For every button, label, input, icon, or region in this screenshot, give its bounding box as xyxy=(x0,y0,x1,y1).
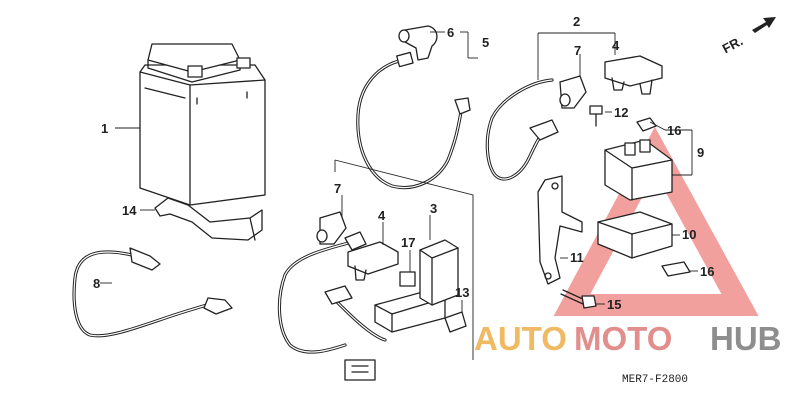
callout-7-top: 7 xyxy=(574,43,581,58)
battery-cable-negative xyxy=(72,247,233,338)
callout-16-lower: 16 xyxy=(700,264,714,279)
callout-17: 17 xyxy=(401,235,415,250)
fuse-box xyxy=(374,239,459,333)
terminal-cover xyxy=(604,55,663,95)
callout-6: 6 xyxy=(447,25,454,40)
relay-holder xyxy=(597,211,673,259)
watermark-part-2: MOTO xyxy=(574,320,672,357)
screw xyxy=(560,289,597,309)
callout-4-top: 4 xyxy=(612,38,620,53)
terminal-cap xyxy=(398,25,438,61)
callout-2: 2 xyxy=(573,14,580,29)
watermark-part-3: HUB xyxy=(710,320,782,357)
fuse-small xyxy=(399,271,416,287)
bolt xyxy=(589,105,603,127)
callouts: 1 2 4 5 6 7 12 16 9 14 7 4 3 17 10 11 8 … xyxy=(93,14,714,312)
starter-cable xyxy=(485,78,559,181)
starter-relay xyxy=(604,139,673,201)
callout-11: 11 xyxy=(570,250,584,265)
watermark-text: AUTO MOTO HUB xyxy=(474,320,782,357)
callout-4-lower: 4 xyxy=(378,208,386,223)
fuse-clip xyxy=(444,311,467,333)
callout-15: 15 xyxy=(607,297,621,312)
fuse-lower xyxy=(661,261,691,277)
watermark-part-1: AUTO xyxy=(474,320,567,357)
callout-9: 9 xyxy=(697,145,704,160)
lower-cover xyxy=(347,241,399,281)
lower-cable xyxy=(277,231,387,354)
leader-lines xyxy=(100,31,698,312)
cable-terminal xyxy=(559,75,587,109)
callout-8: 8 xyxy=(93,276,100,291)
direction-indicator: FR. xyxy=(720,17,776,56)
callout-5: 5 xyxy=(482,35,489,50)
relay-bracket xyxy=(537,175,583,285)
battery-band xyxy=(154,197,263,241)
callout-14: 14 xyxy=(122,203,137,218)
diagram-code: MER7-F2800 xyxy=(622,374,688,386)
callout-16-top: 16 xyxy=(667,123,681,138)
callout-13: 13 xyxy=(455,285,469,300)
battery-cable-positive xyxy=(356,51,471,190)
callout-7-lower: 7 xyxy=(334,181,341,196)
lower-terminal xyxy=(316,211,347,245)
callout-12: 12 xyxy=(614,105,628,120)
direction-label: FR. xyxy=(720,33,746,56)
callout-1: 1 xyxy=(101,121,108,136)
fuse-top xyxy=(636,117,657,132)
wire-connector xyxy=(344,359,376,381)
arrow-icon xyxy=(752,17,776,33)
assembly-frame xyxy=(334,159,474,360)
callout-10: 10 xyxy=(682,227,696,242)
battery xyxy=(139,43,266,206)
callout-3: 3 xyxy=(430,201,437,216)
